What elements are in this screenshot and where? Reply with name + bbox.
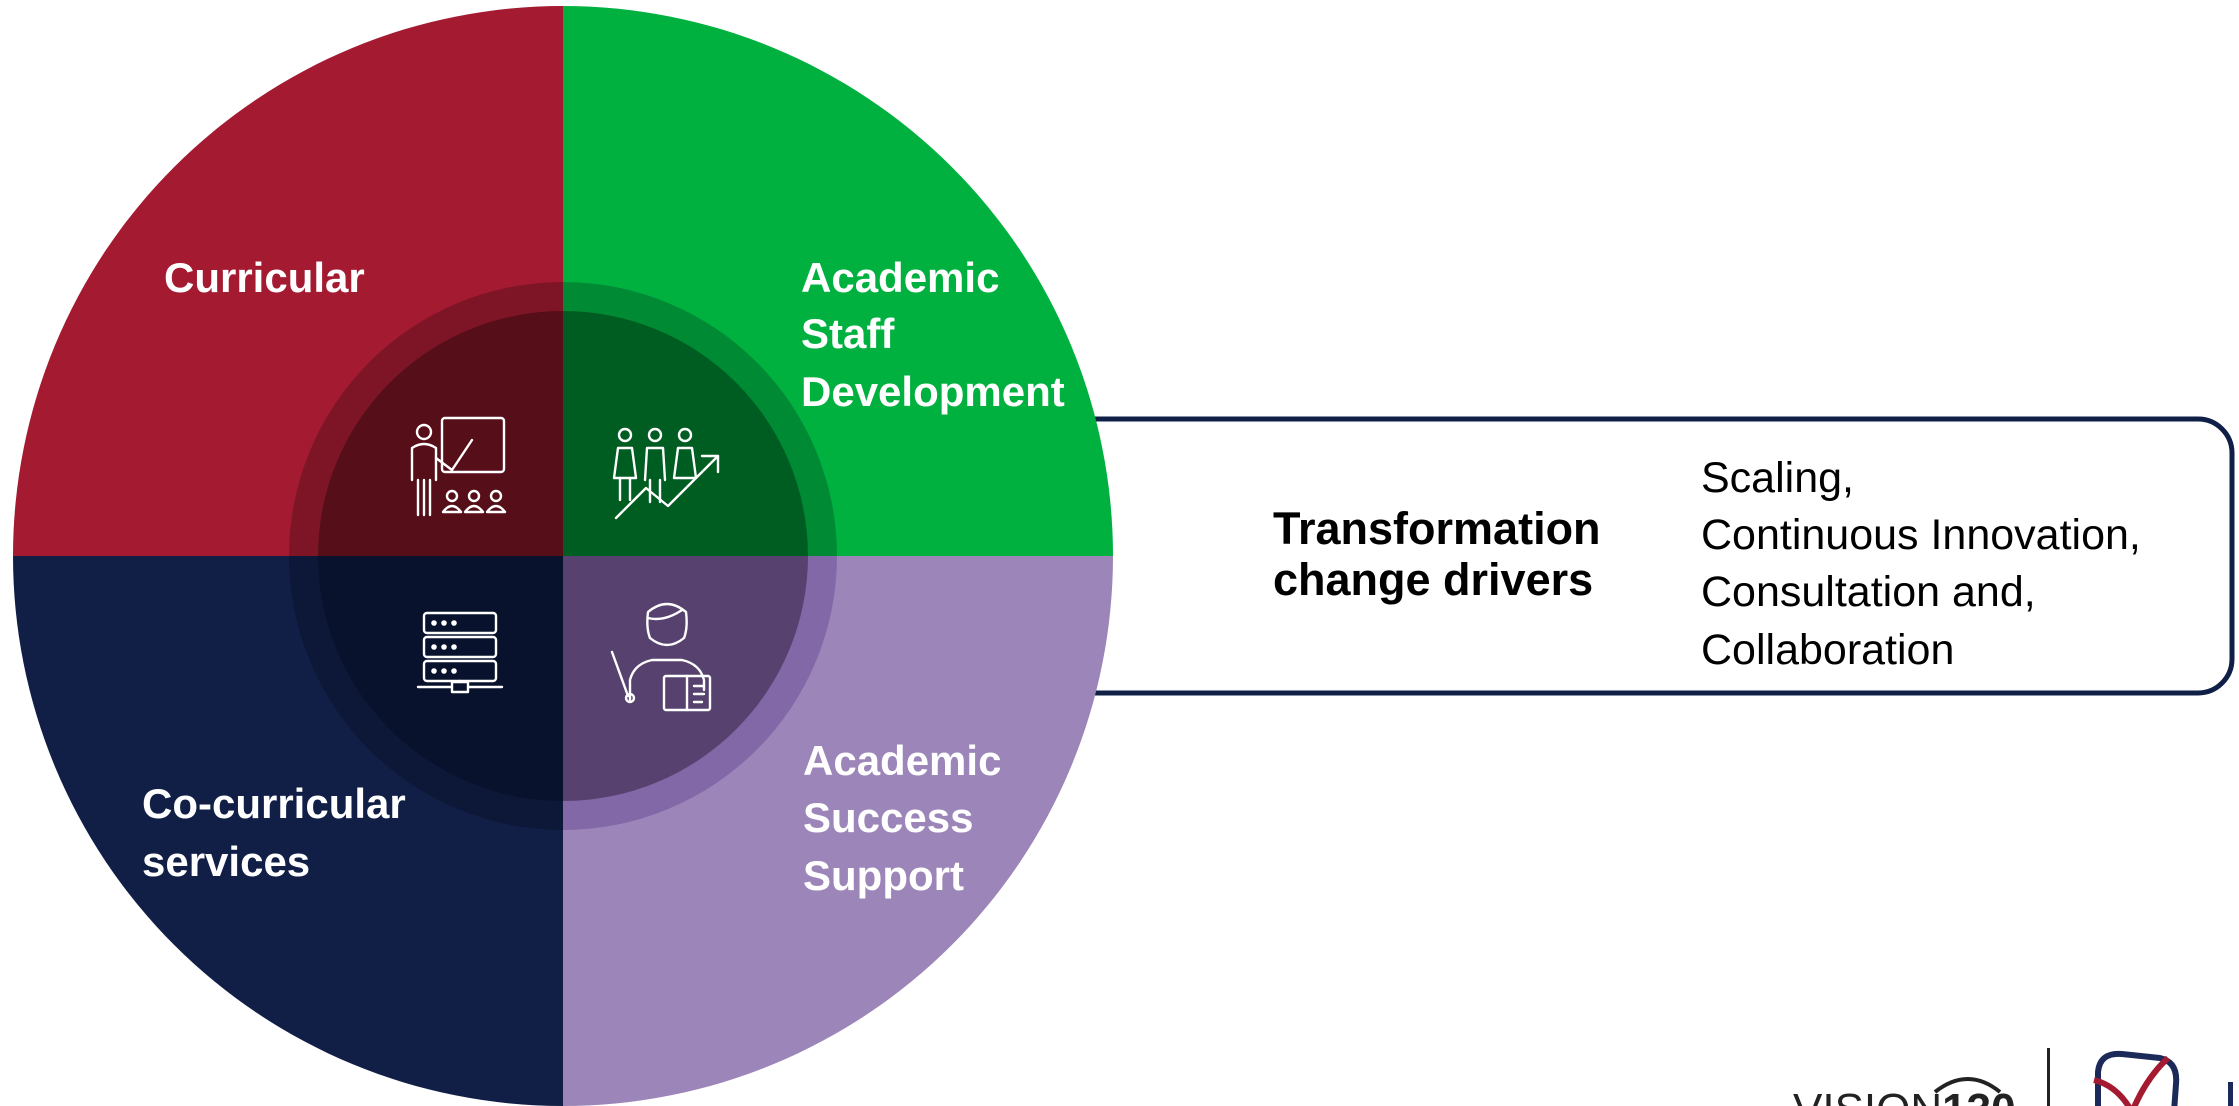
drivers-title-line: change drivers [1273,554,1593,605]
logo-edge-mark [2228,1082,2233,1106]
label-line: services [142,838,310,885]
logo-emblem-navy [2095,1050,2180,1106]
label-success: Academic Success Support [803,737,1013,899]
logo-word: VISION [1793,1085,1942,1106]
label-line: Academic [801,254,999,301]
drivers-box: Transformation change drivers Scaling, C… [897,416,2235,696]
logo-divider [2047,1048,2050,1106]
label-line: Curricular [164,254,365,301]
drivers-title: Transformation change drivers [1273,503,1613,605]
staff-growth-icon [612,427,720,520]
label-line: Academic [803,737,1001,784]
drivers-item: Continuous Innovation, [1701,511,2141,559]
drivers-list: Scaling, Continuous Innovation, Consulta… [1701,454,2153,674]
drivers-item: Consultation and, [1701,568,2036,616]
label-line: Success [803,794,973,841]
label-line: Development [801,368,1065,415]
logo-number-arc [1933,1077,2002,1094]
drivers-title-line: Transformation [1273,503,1601,554]
drivers-item: Scaling, [1701,454,1854,502]
server-network-icon [416,611,504,694]
logo-text: VISION130 [1793,1085,2016,1106]
teacher-board-icon [410,416,507,517]
label-line: Staff [801,310,895,357]
core-staff [563,311,808,556]
core-success [563,556,808,801]
quadrant-circle [13,6,1113,1106]
label-line: Support [803,852,964,899]
label-co-curricular: Co-curricular services [142,780,417,885]
label-line: Co-curricular [142,780,406,827]
label-staff: Academic Staff Development [801,254,1065,415]
label-curricular: Curricular [164,254,365,301]
tutor-book-icon [610,602,712,712]
core-co-curricular [318,556,563,801]
vision-logo: VISION130 [1793,1048,2233,1106]
drivers-item: Collaboration [1701,626,1954,674]
logo-number: 130 [1942,1085,2015,1106]
logo-emblem-red [2093,1055,2171,1106]
